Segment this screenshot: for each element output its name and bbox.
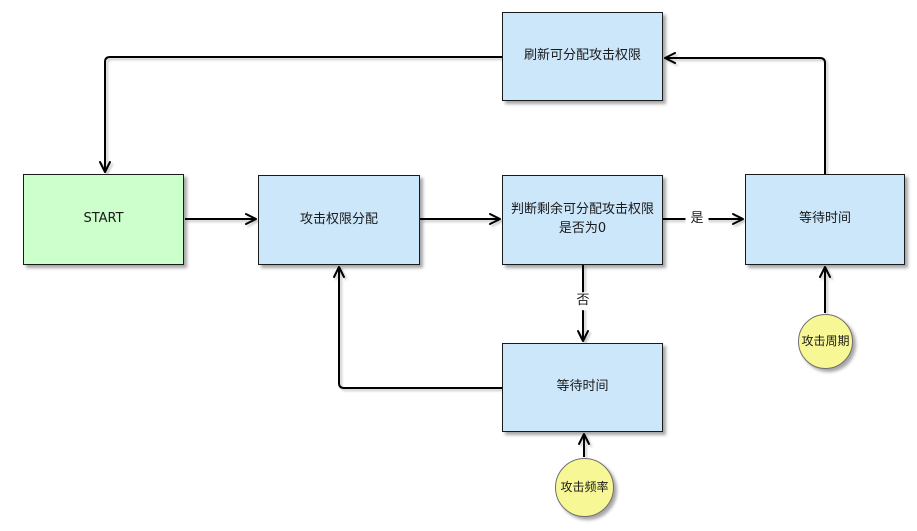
edge-refresh-to-start (99, 56, 502, 173)
node-attack-permission-allocation: 攻击权限分配 (258, 175, 420, 265)
annotation-attack-frequency: 攻击频率 (555, 458, 614, 517)
annotation-attack-cycle: 攻击周期 (798, 314, 853, 369)
edge-wait-right-to-refresh (664, 52, 826, 174)
edge-wait-bottom-to-allocation (333, 266, 502, 389)
node-wait-time-right-label: 等待时间 (798, 211, 851, 227)
node-refresh-permissions: 刷新可分配攻击权限 (502, 12, 663, 101)
node-decision-remaining-permission-zero: 判断剩余可分配攻击权限是否为0 (502, 175, 663, 265)
edge-label-no: 否 (571, 292, 595, 310)
edge-label-yes: 是 (685, 210, 709, 228)
node-start-label: START (83, 211, 124, 227)
node-wait-time-right: 等待时间 (745, 174, 905, 265)
node-wait-time-bottom-label: 等待时间 (556, 379, 609, 395)
node-refresh-permissions-label: 刷新可分配攻击权限 (523, 48, 641, 64)
annotation-attack-cycle-label: 攻击周期 (801, 333, 850, 348)
node-attack-permission-allocation-label: 攻击权限分配 (299, 211, 378, 227)
annotation-attack-frequency-label: 攻击频率 (560, 479, 609, 494)
node-start: START (23, 174, 184, 265)
node-decision-label: 判断剩余可分配攻击权限是否为0 (510, 202, 654, 236)
node-wait-time-bottom: 等待时间 (502, 343, 663, 432)
